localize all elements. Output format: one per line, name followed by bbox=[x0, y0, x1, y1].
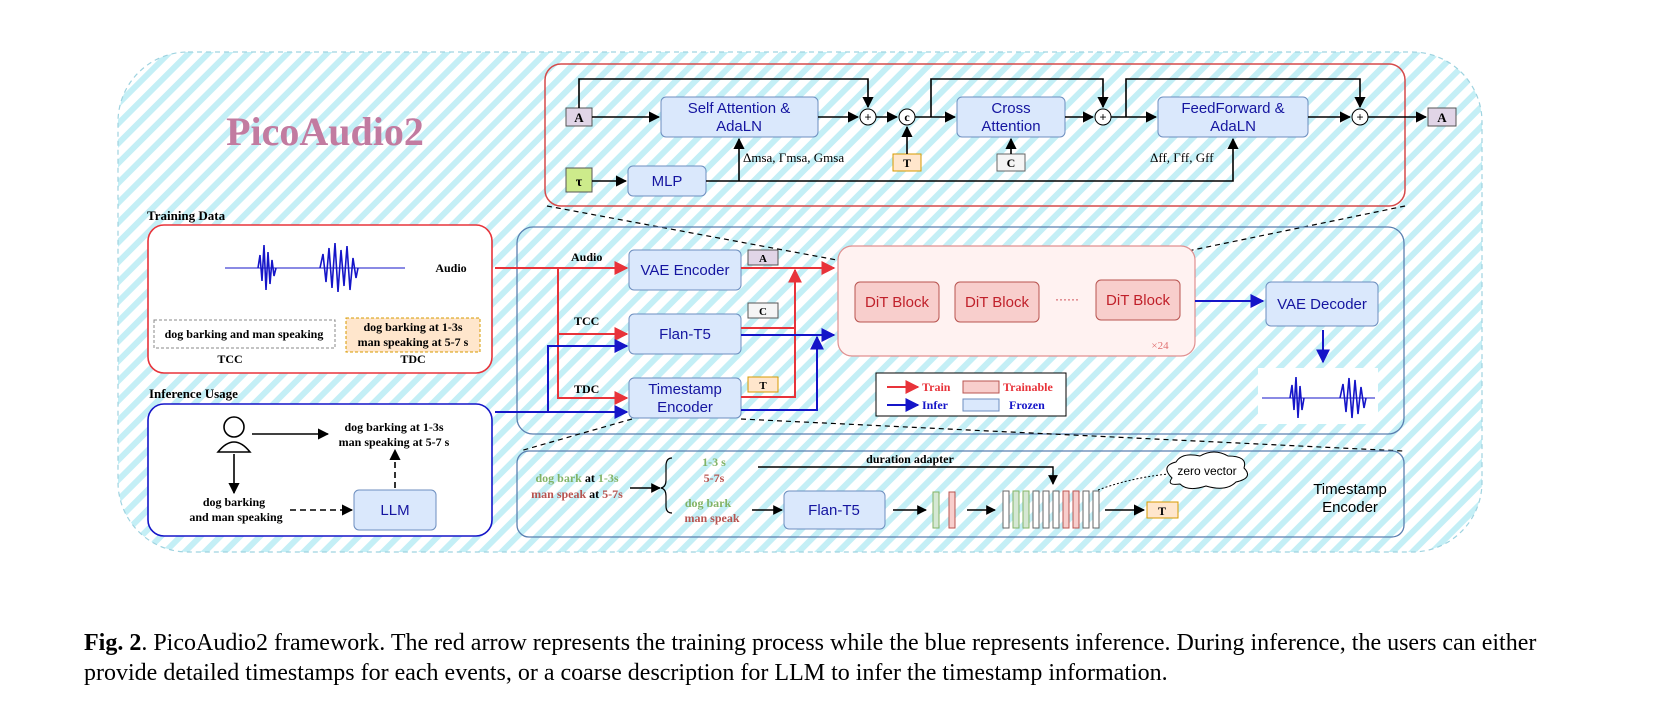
svg-text:man speaking at 5-7 s: man speaking at 5-7 s bbox=[339, 435, 450, 449]
model-panel bbox=[516, 226, 1405, 435]
model-token-a bbox=[747, 249, 779, 266]
tdc-example bbox=[345, 317, 481, 353]
svg-text:Infer: Infer bbox=[922, 398, 949, 412]
svg-text:DiT Block: DiT Block bbox=[865, 294, 929, 311]
svg-text:and man speaking: and man speaking bbox=[189, 510, 282, 524]
svg-text:1-3 s: 1-3 s bbox=[702, 455, 726, 469]
ts-input-line-2: man speak at 5-7s bbox=[531, 487, 623, 501]
svg-text:TDC: TDC bbox=[400, 352, 425, 366]
svg-text:5-7s: 5-7s bbox=[704, 471, 725, 485]
legend: Train Infer Trainable Frozen bbox=[875, 372, 1067, 417]
msa-params: Δmsa, Γmsa, Gmsa bbox=[743, 150, 844, 165]
vae-decoder-box bbox=[1265, 281, 1379, 327]
svg-text:Cross: Cross bbox=[991, 100, 1030, 117]
svg-text:dog barking and man speaking: dog barking and man speaking bbox=[165, 327, 324, 341]
svg-text:Encoder: Encoder bbox=[1322, 499, 1378, 516]
training-waveform bbox=[218, 235, 418, 297]
output-waveform bbox=[1258, 368, 1378, 424]
svg-text:AdaLN: AdaLN bbox=[1210, 118, 1256, 135]
svg-text:Train: Train bbox=[922, 380, 951, 394]
svg-text:A: A bbox=[759, 253, 767, 265]
embedding-green bbox=[932, 491, 940, 529]
ts-flan-t5-box bbox=[783, 490, 886, 530]
dit-block-2 bbox=[954, 281, 1040, 323]
svg-text:AdaLN: AdaLN bbox=[716, 118, 762, 135]
svg-text:Attention: Attention bbox=[981, 118, 1040, 135]
inference-heading: Inference Usage bbox=[149, 386, 238, 401]
svg-text:TCC: TCC bbox=[574, 314, 599, 328]
svg-text:······: ······ bbox=[1055, 292, 1079, 306]
svg-text:Trainable: Trainable bbox=[1003, 380, 1053, 394]
inference-panel: dog barking at 1-3s man speaking at 5-7 … bbox=[147, 403, 493, 537]
svg-text:dog barking at 1-3s: dog barking at 1-3s bbox=[363, 320, 462, 334]
training-audio-label: Audio bbox=[435, 261, 466, 275]
svg-text:dog barking: dog barking bbox=[203, 495, 265, 509]
svg-text:Flan-T5: Flan-T5 bbox=[659, 326, 711, 343]
dit-block-3 bbox=[1095, 279, 1181, 321]
frame-sequence bbox=[1002, 490, 1100, 529]
figure-number: Fig. 2 bbox=[84, 630, 142, 656]
training-heading: Training Data bbox=[147, 208, 226, 223]
model-token-t bbox=[747, 376, 779, 393]
ts-output-token-t bbox=[1146, 501, 1179, 519]
ff-params: Δff, Γff, Gff bbox=[1150, 150, 1214, 165]
figure-caption: Fig. 2. PicoAudio2 framework. The red ar… bbox=[84, 628, 1604, 688]
svg-text:LLM: LLM bbox=[380, 502, 409, 519]
svg-text:T: T bbox=[759, 380, 767, 392]
svg-text:zero vector: zero vector bbox=[1177, 464, 1236, 478]
dit-block-1 bbox=[854, 281, 940, 323]
svg-text:Flan-T5: Flan-T5 bbox=[808, 502, 860, 519]
svg-text:C: C bbox=[1007, 156, 1016, 170]
timestamp-encoder-panel bbox=[516, 450, 1405, 538]
svg-text:TCC: TCC bbox=[217, 352, 242, 366]
svg-text:+: + bbox=[1099, 110, 1106, 124]
token-tau bbox=[565, 167, 593, 193]
embedding-red bbox=[948, 491, 956, 529]
framework-diagram: PicoAudio2 A τ Self Attention & AdaLN ML… bbox=[117, 51, 1483, 553]
repeat-count: ×24 bbox=[1151, 340, 1169, 352]
ts-input-line-1: dog bark at 1-3s bbox=[535, 471, 618, 485]
svg-text:dog barking at 1-3s: dog barking at 1-3s bbox=[344, 420, 443, 434]
svg-text:DiT Block: DiT Block bbox=[1106, 292, 1170, 309]
svg-text:FeedForward &: FeedForward & bbox=[1181, 100, 1284, 117]
svg-text:T: T bbox=[903, 156, 911, 170]
diagram-title: PicoAudio2 bbox=[226, 109, 424, 154]
svg-text:A: A bbox=[574, 110, 584, 125]
svg-text:+: + bbox=[1356, 110, 1363, 124]
svg-text:τ: τ bbox=[576, 175, 583, 190]
ts-panel-title: Timestamp bbox=[1313, 481, 1387, 498]
zero-vector-cloud: zero vector bbox=[1166, 451, 1249, 490]
svg-text:VAE Decoder: VAE Decoder bbox=[1277, 296, 1367, 313]
svg-text:DiT Block: DiT Block bbox=[965, 294, 1029, 311]
caption-text: . PicoAudio2 framework. The red arrow re… bbox=[84, 630, 1537, 686]
vae-encoder-box bbox=[628, 249, 742, 291]
svg-text:VAE Encoder: VAE Encoder bbox=[641, 262, 730, 279]
svg-text:man speaking at 5-7 s: man speaking at 5-7 s bbox=[358, 335, 469, 349]
svg-text:+: + bbox=[864, 110, 871, 124]
tcc-example bbox=[153, 319, 336, 349]
llm-box bbox=[353, 489, 437, 531]
svg-text:man speak: man speak bbox=[684, 511, 739, 525]
svg-text:Frozen: Frozen bbox=[1009, 398, 1045, 412]
dit-detail-panel: A τ Self Attention & AdaLN MLP Cross Att… bbox=[544, 63, 1457, 207]
svg-text:dog bark: dog bark bbox=[685, 496, 732, 510]
svg-text:Timestamp: Timestamp bbox=[648, 381, 722, 398]
training-panel: Audio dog barking and man speaking TCC d… bbox=[147, 224, 493, 374]
token-a-output bbox=[1427, 107, 1457, 127]
svg-text:T: T bbox=[1158, 504, 1166, 518]
svg-text:A: A bbox=[1437, 110, 1447, 125]
svg-text:Encoder: Encoder bbox=[657, 399, 713, 416]
svg-text:MLP: MLP bbox=[652, 173, 683, 190]
svg-text:Self Attention &: Self Attention & bbox=[688, 100, 791, 117]
svg-text:C: C bbox=[759, 306, 767, 318]
user-icon bbox=[216, 416, 252, 453]
svg-text:TDC: TDC bbox=[574, 382, 599, 396]
duration-adapter-label: duration adapter bbox=[866, 452, 954, 466]
svg-text:Audio: Audio bbox=[571, 250, 602, 264]
model-token-c bbox=[747, 302, 779, 319]
svg-text:c: c bbox=[904, 110, 910, 124]
